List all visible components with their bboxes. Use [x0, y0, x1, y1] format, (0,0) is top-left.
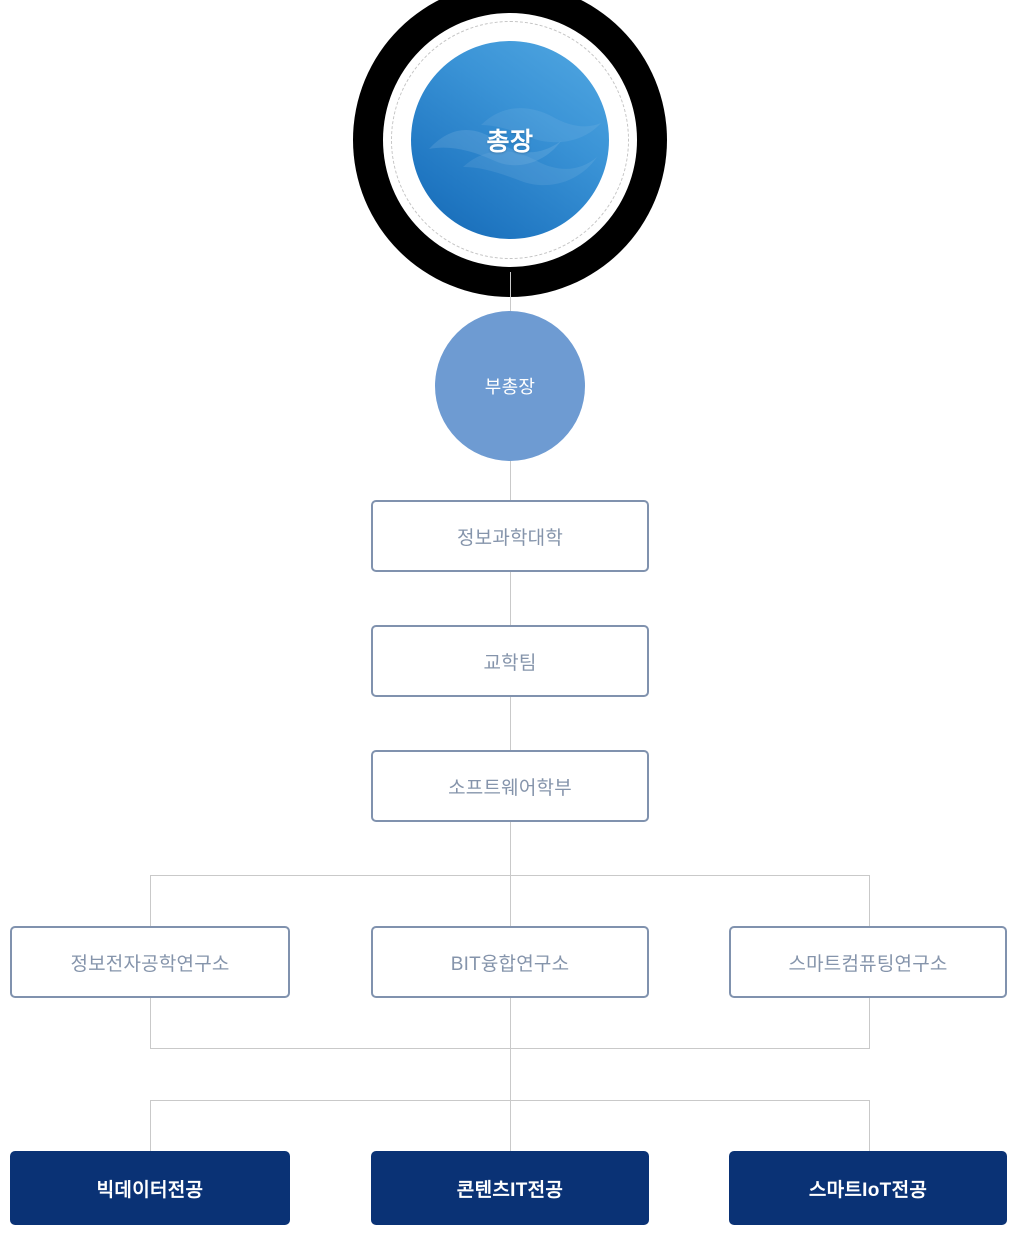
connector-major-right-drop [869, 1100, 870, 1151]
president-dashed-ring [391, 21, 629, 259]
node-academic-team[interactable]: 교학팀 [371, 625, 649, 697]
connector-department-trunk [510, 822, 511, 926]
vice-president-label: 부총장 [484, 377, 536, 397]
connector-team-to-department [510, 697, 511, 751]
major-bigdata-label: 빅데이터전공 [96, 1179, 204, 1201]
major-contents-it-label: 콘텐츠IT전공 [456, 1179, 564, 1201]
node-major-contents-it[interactable]: 콘텐츠IT전공 [371, 1151, 649, 1225]
connector-college-to-team [510, 572, 511, 626]
institute-smart-computing-label: 스마트컴퓨팅연구소 [788, 953, 948, 975]
node-institute-smart-computing[interactable]: 스마트컴퓨팅연구소 [729, 926, 1007, 998]
president-core-circle: 총장 [411, 41, 609, 239]
connector-institutes-busbar [150, 875, 869, 876]
connector-institute-left-drop [150, 875, 151, 926]
connector-institute-left-rise [150, 998, 151, 1049]
connector-institutes-lower-busbar [150, 1048, 869, 1049]
node-president[interactable]: 총장 [353, 0, 667, 297]
wave-emblem-watermark-icon [429, 108, 601, 186]
node-college[interactable]: 정보과학대학 [371, 500, 649, 572]
connector-institute-right-drop [869, 875, 870, 926]
node-major-bigdata[interactable]: 빅데이터전공 [10, 1151, 290, 1225]
connector-institute-center-rise [510, 998, 511, 1049]
president-label: 총장 [486, 128, 534, 156]
connector-vice-to-college [510, 461, 511, 501]
major-smart-iot-label: 스마트IoT전공 [808, 1179, 928, 1201]
node-vice-president[interactable]: 부총장 [435, 311, 585, 461]
college-label: 정보과학대학 [456, 527, 564, 549]
connector-president-to-vice [510, 272, 511, 317]
connector-majors-trunk [510, 1048, 511, 1151]
connector-institute-right-rise [869, 998, 870, 1049]
software-department-label: 소프트웨어학부 [448, 777, 572, 799]
node-software-department[interactable]: 소프트웨어학부 [371, 750, 649, 822]
connector-major-left-drop [150, 1100, 151, 1151]
node-institute-bit[interactable]: BIT융합연구소 [371, 926, 649, 998]
connector-majors-busbar [150, 1100, 869, 1101]
node-institute-electronics[interactable]: 정보전자공학연구소 [10, 926, 290, 998]
academic-team-label: 교학팀 [483, 652, 537, 674]
node-major-smart-iot[interactable]: 스마트IoT전공 [729, 1151, 1007, 1225]
institute-electronics-label: 정보전자공학연구소 [70, 953, 230, 975]
institute-bit-label: BIT융합연구소 [450, 953, 570, 975]
